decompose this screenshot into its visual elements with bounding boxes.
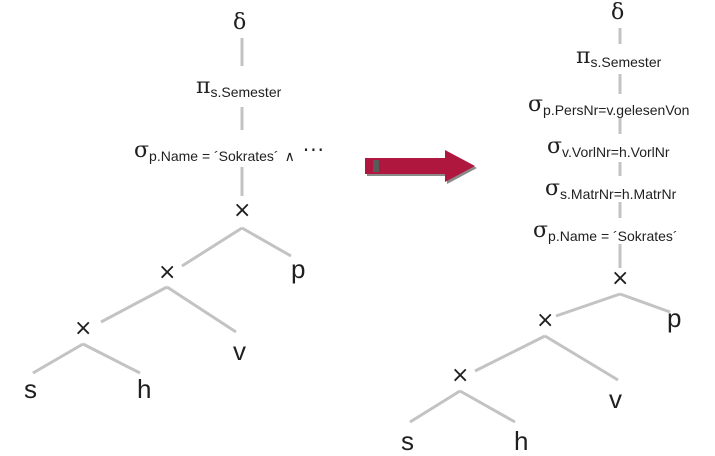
- right-leaf-p: p: [667, 303, 682, 333]
- edge-left-cross-top-to-p: [241, 226, 292, 258]
- left-projection-symbol: π: [196, 74, 211, 99]
- right-delta-operator: δ: [611, 0, 625, 25]
- right-cross-product-low: ×: [451, 363, 470, 388]
- left-projection-subscript: s.Semester: [210, 84, 282, 100]
- left-leaf-s: s: [24, 374, 37, 404]
- left-selection-ellipsis: ···: [302, 138, 325, 162]
- left-projection-operator: π s.Semester: [196, 74, 282, 100]
- left-selection-subscript: p.Name = ´Sokrates´: [149, 148, 279, 164]
- edge-right-cross-mid-to-cross-low: [474, 334, 546, 373]
- right-selection-vorlnr-operator: σ v.VorlNr=h.VorlNr: [547, 134, 670, 160]
- right-cross-product-top: ×: [611, 266, 630, 291]
- edge-left-cross-top-to-cross-mid: [181, 226, 243, 268]
- right-leaf-v: v: [609, 384, 622, 414]
- edge-left-cross-low-to-s: [32, 342, 84, 375]
- right-selection-persnr-operator: σ p.PersNr=v.gelesenVon: [528, 92, 690, 118]
- right-leaf-h: h: [514, 426, 529, 456]
- right-selection-name-subscript: p.Name = ´Sokrates´: [548, 228, 678, 244]
- left-cross-product-low: ×: [74, 316, 93, 341]
- right-selection-vorlnr-subscript: v.VorlNr=h.VorlNr: [562, 144, 670, 160]
- edge-right-cross-low-to-s: [409, 389, 461, 424]
- right-selection-matrnr-operator: σ s.MatrNr=h.MatrNr: [545, 176, 677, 202]
- edge-right-cross-low-to-h: [459, 389, 516, 424]
- right-selection-matrnr-subscript: s.MatrNr=h.MatrNr: [560, 186, 677, 202]
- transform-arrow-icon: [365, 150, 477, 184]
- right-selection-persnr-subscript: p.PersNr=v.gelesenVon: [543, 102, 690, 118]
- left-leaf-p: p: [291, 254, 306, 284]
- transform-arrow-body: [365, 150, 475, 182]
- transform-arrow-tail-mark: [373, 160, 379, 172]
- edge-right-cross-mid-to-v: [544, 334, 619, 382]
- edge-right-cross-top-to-cross-mid: [555, 292, 621, 318]
- right-cross-product-mid: ×: [536, 308, 555, 333]
- left-cross-product-top: ×: [233, 198, 252, 223]
- edge-left-cross-mid-to-cross-low: [100, 285, 168, 324]
- right-selection-vorlnr-symbol: σ: [547, 134, 563, 159]
- left-selection-operator: σ p.Name = ´Sokrates´ ∧ ···: [134, 138, 325, 164]
- right-leaf-s: s: [401, 426, 414, 456]
- right-selection-persnr-symbol: σ: [528, 92, 544, 117]
- left-cross-product-mid: ×: [158, 260, 177, 285]
- left-leaf-h: h: [137, 374, 152, 404]
- right-selection-name-symbol: σ: [533, 218, 549, 243]
- right-selection-name-operator: σ p.Name = ´Sokrates´: [533, 218, 678, 244]
- right-selection-matrnr-symbol: σ: [545, 176, 561, 201]
- left-leaf-v: v: [233, 336, 246, 366]
- right-projection-operator: π s.Semester: [576, 44, 662, 70]
- right-projection-symbol: π: [576, 44, 591, 69]
- edge-left-cross-low-to-h: [82, 342, 141, 375]
- right-projection-subscript: s.Semester: [590, 54, 662, 70]
- left-selection-symbol: σ: [134, 138, 150, 163]
- edge-right-cross-top-to-p: [619, 292, 671, 314]
- left-delta-operator: δ: [233, 10, 247, 35]
- edge-left-cross-mid-to-v: [166, 285, 237, 334]
- left-selection-and-connector: ∧: [284, 148, 295, 164]
